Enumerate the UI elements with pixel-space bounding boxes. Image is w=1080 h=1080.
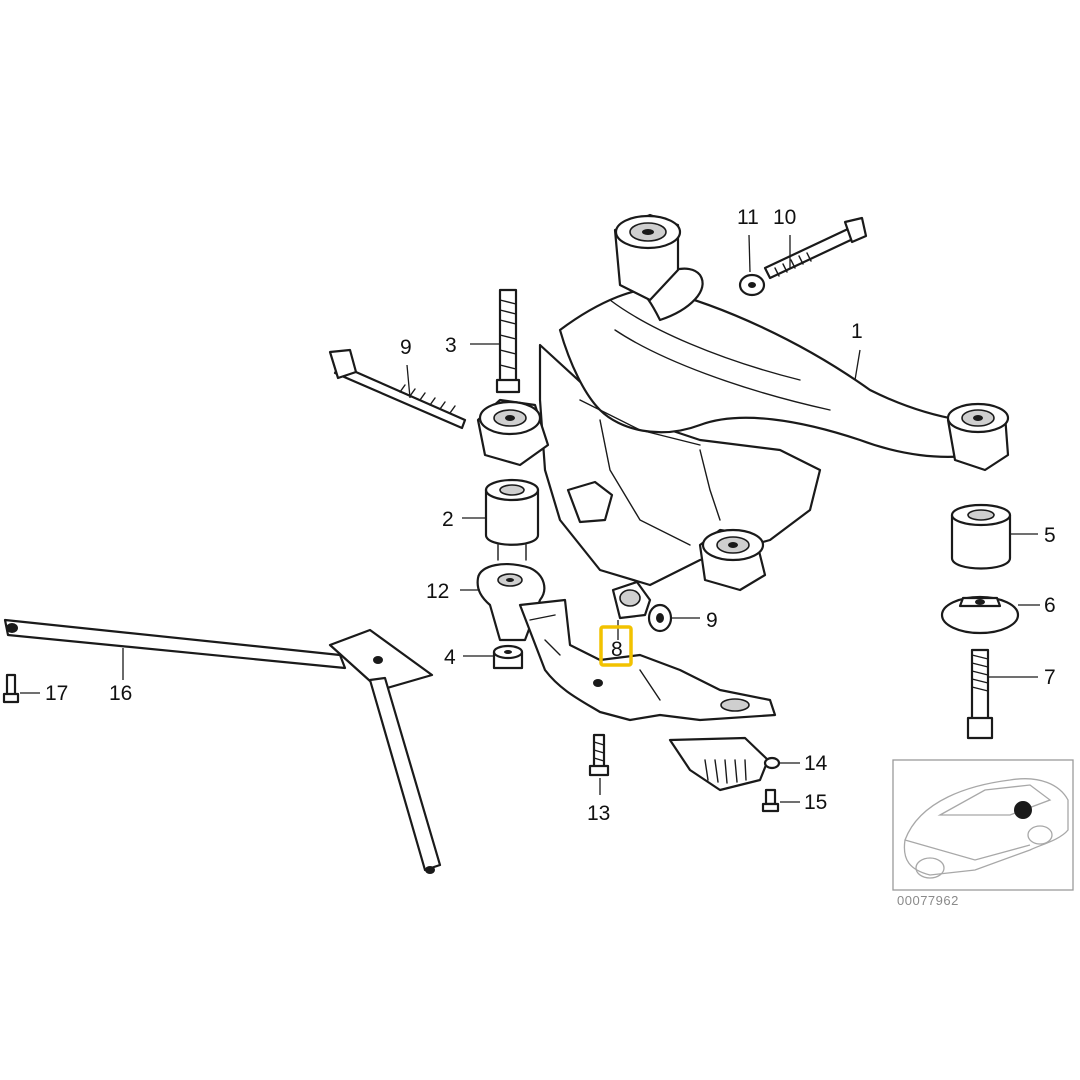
callout-2: 2 bbox=[442, 508, 454, 531]
bolt-15 bbox=[761, 788, 780, 813]
strut-16 bbox=[3, 618, 442, 874]
callout-8: 8 bbox=[611, 638, 623, 661]
callout-12: 12 bbox=[426, 580, 449, 603]
washer-11 bbox=[738, 273, 766, 297]
inset-frame bbox=[892, 759, 1074, 891]
washer-9 bbox=[647, 603, 673, 633]
callout-5: 5 bbox=[1044, 524, 1056, 547]
bushing-2 bbox=[484, 478, 540, 561]
bolt-17 bbox=[2, 673, 20, 704]
differential-bracket bbox=[518, 598, 777, 722]
callout-1: 1 bbox=[851, 320, 863, 343]
callout-9-washer: 9 bbox=[706, 609, 718, 632]
callout-15: 15 bbox=[804, 791, 827, 814]
callout-13: 13 bbox=[587, 802, 610, 825]
location-marker-icon bbox=[1014, 801, 1032, 819]
plate-6 bbox=[940, 595, 1020, 635]
leader-lines bbox=[20, 234, 1040, 803]
location-inset: 00077962 bbox=[892, 759, 1074, 908]
callout-14: 14 bbox=[804, 752, 828, 775]
bolt-10 bbox=[763, 216, 868, 280]
rear-subframe bbox=[476, 213, 1010, 592]
callout-9-bolt: 9 bbox=[400, 336, 412, 359]
bushing-8 bbox=[611, 580, 652, 620]
bushing-5 bbox=[950, 503, 1012, 570]
callout-10: 10 bbox=[773, 206, 796, 229]
callout-16: 16 bbox=[109, 682, 132, 705]
callout-7: 7 bbox=[1044, 666, 1056, 689]
bolt-13 bbox=[588, 733, 610, 777]
cover-14 bbox=[668, 736, 781, 792]
callout-3: 3 bbox=[445, 334, 457, 357]
nut-4 bbox=[492, 644, 524, 670]
callout-17: 17 bbox=[45, 682, 68, 705]
highlight-box-8 bbox=[599, 625, 633, 667]
callout-11: 11 bbox=[737, 206, 759, 229]
callout-4: 4 bbox=[444, 646, 456, 669]
car-outline-icon bbox=[903, 778, 1069, 879]
stud-3 bbox=[495, 288, 521, 394]
bolt-long-9 bbox=[328, 348, 467, 430]
callout-6: 6 bbox=[1044, 594, 1056, 617]
bolt-7 bbox=[966, 648, 994, 740]
inset-reference-number: 00077962 bbox=[897, 893, 959, 908]
callout-labels: 1 2 3 4 5 6 7 8 9 9 10 11 12 13 14 15 16… bbox=[45, 206, 1056, 825]
